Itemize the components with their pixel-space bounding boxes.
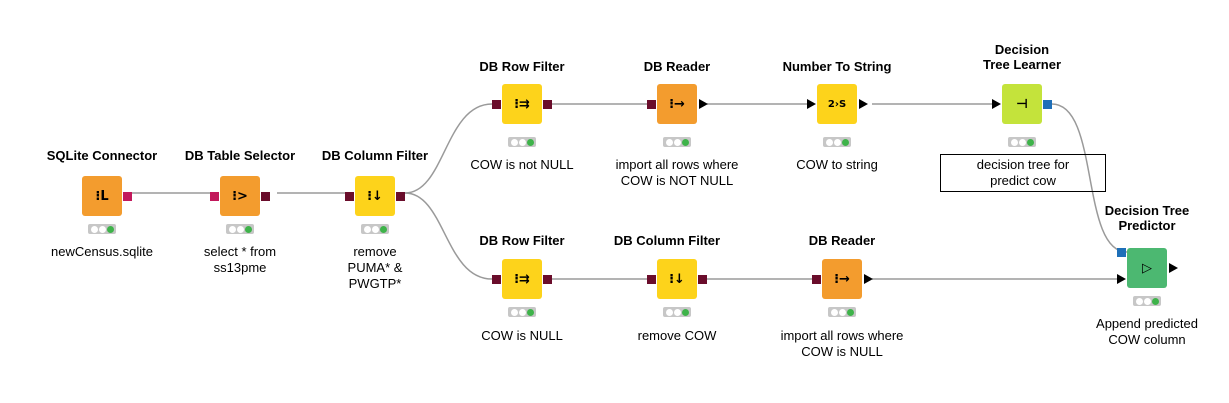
- icon-glyph: ⁝>: [232, 188, 248, 204]
- node-title: DB Column Filter: [613, 233, 721, 248]
- node-label: Append predicted COW column: [1096, 316, 1198, 347]
- status-indicator: [663, 137, 691, 147]
- table-selector-icon[interactable]: ⁝>: [220, 176, 260, 216]
- icon-glyph: ⁝⇉: [514, 96, 530, 112]
- model-output-port[interactable]: [1043, 100, 1052, 109]
- column-filter-icon[interactable]: ⁝↓: [355, 176, 395, 216]
- node-label: import all rows where COW is NOT NULL: [615, 157, 739, 188]
- icon-glyph: ▷: [1142, 260, 1152, 276]
- input-port-triangle[interactable]: [807, 99, 816, 109]
- input-port[interactable]: [492, 100, 501, 109]
- icon-glyph: ⁝↓: [669, 271, 685, 287]
- node-label: remove COW: [637, 328, 717, 343]
- status-indicator: [88, 224, 116, 234]
- node-title: DB Table Selector: [184, 148, 296, 163]
- node-title: DB Row Filter: [479, 59, 565, 74]
- icon-glyph: ⁝→: [834, 271, 850, 287]
- node-label: select * from ss13pme: [203, 244, 277, 275]
- node-title: DB Row Filter: [479, 233, 565, 248]
- output-port-triangle[interactable]: [1169, 263, 1178, 273]
- db-reader-icon[interactable]: ⁝→: [822, 259, 862, 299]
- input-port-triangle[interactable]: [1117, 274, 1126, 284]
- connection-colfilter-rowfilter-top: [404, 103, 493, 194]
- node-title: Decision Tree Predictor: [1104, 203, 1190, 233]
- node-number-to-string[interactable]: Number To String 2›S COW to string: [767, 59, 907, 219]
- node-label-annotation: decision tree for predict cow: [940, 154, 1106, 192]
- input-port[interactable]: [812, 275, 821, 284]
- output-port-triangle[interactable]: [699, 99, 708, 109]
- output-port[interactable]: [261, 192, 270, 201]
- status-indicator: [1133, 296, 1161, 306]
- node-db-row-filter-top[interactable]: DB Row Filter ⁝⇉ COW is not NULL: [452, 59, 592, 219]
- icon-glyph: ⁝⇉: [514, 271, 530, 287]
- connection-learner-predictor: [1051, 103, 1128, 253]
- icon-glyph: ⁝↓: [367, 188, 383, 204]
- status-indicator: [1008, 137, 1036, 147]
- node-label: COW is NULL: [481, 328, 563, 343]
- node-title: DB Column Filter: [321, 148, 429, 163]
- status-indicator: [508, 137, 536, 147]
- node-label: COW to string: [796, 157, 878, 172]
- output-port-triangle[interactable]: [859, 99, 868, 109]
- output-port-triangle[interactable]: [864, 274, 873, 284]
- status-indicator: [828, 307, 856, 317]
- status-indicator: [823, 137, 851, 147]
- model-input-port[interactable]: [1117, 248, 1126, 257]
- output-port[interactable]: [543, 275, 552, 284]
- node-db-column-filter-2[interactable]: DB Column Filter ⁝↓ remove COW: [597, 233, 737, 393]
- node-db-row-filter-bottom[interactable]: DB Row Filter ⁝⇉ COW is NULL: [452, 233, 592, 393]
- sqlite-connector-icon[interactable]: ⁝L: [82, 176, 122, 216]
- node-db-table-selector[interactable]: DB Table Selector ⁝> select * from ss13p…: [170, 148, 310, 308]
- output-port[interactable]: [543, 100, 552, 109]
- output-port[interactable]: [123, 192, 132, 201]
- decision-tree-predictor-icon[interactable]: ▷: [1127, 248, 1167, 288]
- status-indicator: [226, 224, 254, 234]
- input-port-triangle[interactable]: [992, 99, 1001, 109]
- node-title: SQLite Connector: [46, 148, 158, 163]
- node-db-reader-top[interactable]: DB Reader ⁝→ import all rows where COW i…: [607, 59, 747, 219]
- input-port[interactable]: [345, 192, 354, 201]
- node-sqlite-connector[interactable]: SQLite Connector ⁝L newCensus.sqlite: [32, 148, 172, 308]
- number-to-string-icon[interactable]: 2›S: [817, 84, 857, 124]
- node-label: remove PUMA* & PWGTP*: [347, 244, 403, 291]
- node-title: DB Reader: [808, 233, 876, 248]
- status-indicator: [508, 307, 536, 317]
- status-indicator: [663, 307, 691, 317]
- input-port[interactable]: [647, 275, 656, 284]
- icon-glyph: ⁝L: [95, 188, 109, 204]
- node-decision-tree-predictor[interactable]: Decision Tree Predictor ▷ Append predict…: [1077, 203, 1217, 363]
- icon-glyph: ⁝→: [669, 96, 685, 112]
- node-title: Decision Tree Learner: [982, 42, 1062, 72]
- output-port[interactable]: [396, 192, 405, 201]
- status-indicator: [361, 224, 389, 234]
- node-label: import all rows where COW is NULL: [780, 328, 904, 359]
- node-title: DB Reader: [643, 59, 711, 74]
- input-port[interactable]: [647, 100, 656, 109]
- column-filter-icon[interactable]: ⁝↓: [657, 259, 697, 299]
- row-filter-icon[interactable]: ⁝⇉: [502, 84, 542, 124]
- input-port[interactable]: [492, 275, 501, 284]
- node-label: COW is not NULL: [470, 157, 574, 172]
- icon-glyph: 2›S: [827, 98, 847, 110]
- decision-tree-learner-icon[interactable]: ⊣: [1002, 84, 1042, 124]
- db-reader-icon[interactable]: ⁝→: [657, 84, 697, 124]
- node-decision-tree-learner[interactable]: Decision Tree Learner ⊣ decision tree fo…: [940, 42, 1106, 202]
- node-db-column-filter-1[interactable]: DB Column Filter ⁝↓ remove PUMA* & PWGTP…: [305, 148, 445, 308]
- node-db-reader-bottom[interactable]: DB Reader ⁝→ import all rows where COW i…: [772, 233, 912, 393]
- icon-glyph: ⊣: [1016, 96, 1028, 112]
- node-title: Number To String: [782, 59, 892, 74]
- row-filter-icon[interactable]: ⁝⇉: [502, 259, 542, 299]
- input-port[interactable]: [210, 192, 219, 201]
- connection-colfilter-rowfilter-bottom: [404, 192, 493, 280]
- node-label: newCensus.sqlite: [51, 244, 153, 259]
- output-port[interactable]: [698, 275, 707, 284]
